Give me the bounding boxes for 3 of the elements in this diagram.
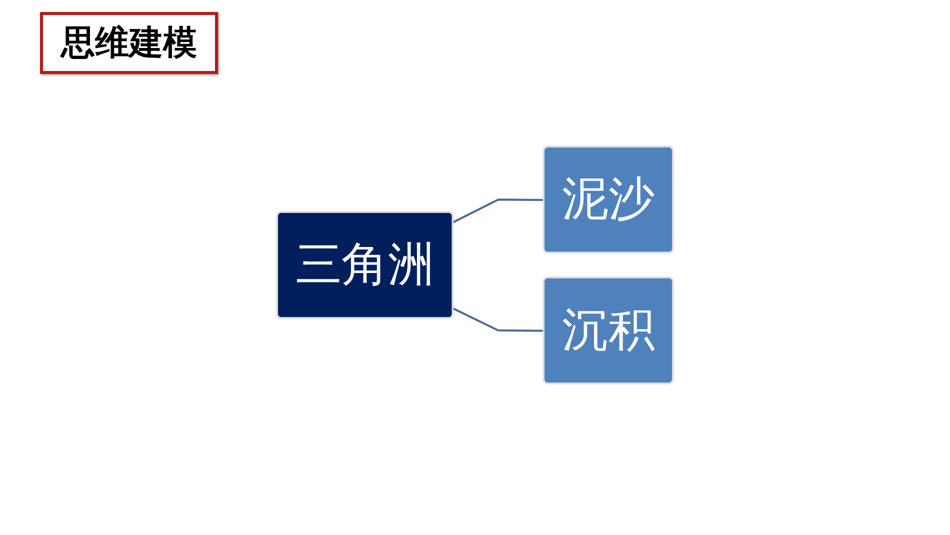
connector (452, 198, 544, 224)
connector (452, 308, 544, 332)
title: 思维建模 (40, 12, 218, 74)
